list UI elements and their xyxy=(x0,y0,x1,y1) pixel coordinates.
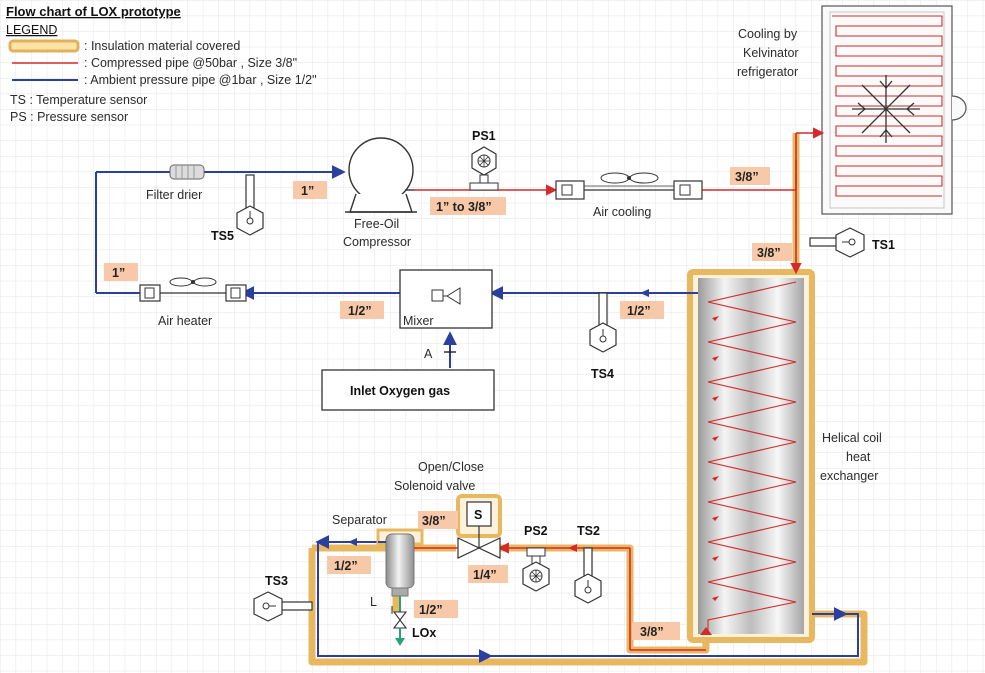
kelvinator-refrigerator xyxy=(821,5,967,215)
tag-separator-left: 1/2” xyxy=(334,559,358,573)
ts1-label: TS1 xyxy=(872,238,895,252)
tag-solenoid-top: 3/8” xyxy=(422,514,446,528)
mixer xyxy=(399,269,493,329)
tag-compressor-out: 1” to 3/8” xyxy=(436,200,492,214)
ts3-sensor xyxy=(253,591,313,622)
tag-bg xyxy=(418,511,458,529)
solenoid-valve xyxy=(456,494,502,559)
solenoid-label-2: Solenoid valve xyxy=(394,479,475,493)
ps1-label: PS1 xyxy=(472,129,496,143)
arrow-mark xyxy=(568,544,577,552)
tag-bg xyxy=(430,197,506,215)
tag-bg xyxy=(730,167,770,185)
hx-label-1: Helical coil xyxy=(822,431,882,445)
tag-bg xyxy=(327,556,371,574)
valve-l-label: L xyxy=(370,595,377,609)
ps2-label: PS2 xyxy=(524,524,548,538)
lox-valve xyxy=(391,596,408,646)
arrow-mark xyxy=(348,538,357,546)
legend-compressed: : Compressed pipe @50bar , Size 3/8" xyxy=(84,56,297,70)
legend-ps: PS : Pressure sensor xyxy=(10,110,128,124)
heat-exchanger-coil xyxy=(707,281,797,632)
ts3-label: TS3 xyxy=(265,574,288,588)
solenoid-label-1: Open/Close xyxy=(418,460,484,474)
cooling-label-3: refrigerator xyxy=(737,65,798,79)
arrow-mark xyxy=(640,289,649,297)
solenoid-s-label: S xyxy=(474,508,482,522)
tag-heater-left: 1” xyxy=(112,266,125,280)
compressor-label-1: Free-Oil xyxy=(354,217,399,231)
hx-label-3: exchanger xyxy=(820,469,878,483)
tag-solenoid-bottom: 1/4” xyxy=(473,568,497,582)
tag-bg xyxy=(468,565,508,583)
legend-insulation-swatch xyxy=(8,39,80,53)
air-cooling-unit xyxy=(555,172,703,200)
ts5-label: TS5 xyxy=(211,229,234,243)
arrow-mark xyxy=(700,627,712,635)
tag-lox-line: 1/2” xyxy=(419,603,443,617)
tag-hx-out: 1/2” xyxy=(627,304,651,318)
pipe-size-tags: 1” 1” to 3/8” 3/8” 3/8” 1” 1/2” 1/2” 3/8… xyxy=(104,167,792,640)
legend-ts: TS : Temperature sensor xyxy=(10,93,147,107)
filter-drier xyxy=(169,164,205,180)
tag-bg xyxy=(104,263,138,281)
snowflake-icon xyxy=(852,75,920,143)
ts2-label: TS2 xyxy=(577,524,600,538)
legend-insulation: : Insulation material covered xyxy=(84,39,240,53)
ambient-pipes xyxy=(95,165,859,663)
ts4-sensor xyxy=(589,292,617,353)
ts2-sensor xyxy=(574,547,602,604)
diagram-title: Flow chart of LOX prototype xyxy=(6,4,181,19)
filter-drier-label: Filter drier xyxy=(146,188,202,202)
compressed-pipes xyxy=(414,127,825,651)
legend-ambient: : Ambient pressure pipe @1bar , Size 1/2… xyxy=(84,73,317,87)
helical-coil-heat-exchanger xyxy=(687,269,815,643)
tag-cooler-out: 3/8” xyxy=(757,246,781,260)
lox-label: LOx xyxy=(412,626,436,640)
tag-bg xyxy=(293,181,327,199)
tag-hx-bottom: 3/8” xyxy=(640,625,664,639)
hx-label-2: heat xyxy=(846,450,871,464)
inlet-oxygen-box xyxy=(321,369,495,411)
mixer-label: Mixer xyxy=(403,314,434,328)
separator-label: Separator xyxy=(332,513,387,527)
tag-mixer-out: 1/2” xyxy=(348,304,372,318)
separator xyxy=(376,528,458,597)
tag-bg xyxy=(632,622,680,640)
cooling-label-2: Kelvinator xyxy=(743,46,799,60)
ts1-sensor xyxy=(809,227,865,258)
air-heater xyxy=(139,277,247,302)
tag-cooler-in: 3/8” xyxy=(735,170,759,184)
cooling-label-1: Cooling by xyxy=(738,27,798,41)
tag-bg xyxy=(340,301,384,319)
inlet-oxygen-label: Inlet Oxygen gas xyxy=(350,384,450,398)
air-heater-label: Air heater xyxy=(158,314,212,328)
refrigerator-handle xyxy=(951,95,967,121)
tag-top-compressor-in: 1” xyxy=(301,184,314,198)
tag-bg xyxy=(414,600,458,618)
ts5-sensor xyxy=(236,174,264,236)
tag-bg xyxy=(752,243,792,261)
ps1-sensor xyxy=(469,146,499,191)
ts4-label: TS4 xyxy=(591,367,614,381)
air-cooling-label: Air cooling xyxy=(593,205,651,219)
compressor-label-2: Compressor xyxy=(343,235,411,249)
legend-heading: LEGEND xyxy=(6,23,57,37)
free-oil-compressor xyxy=(345,137,417,213)
valve-a-label: A xyxy=(424,347,433,361)
tag-bg xyxy=(620,301,664,319)
ps2-sensor xyxy=(522,547,550,592)
